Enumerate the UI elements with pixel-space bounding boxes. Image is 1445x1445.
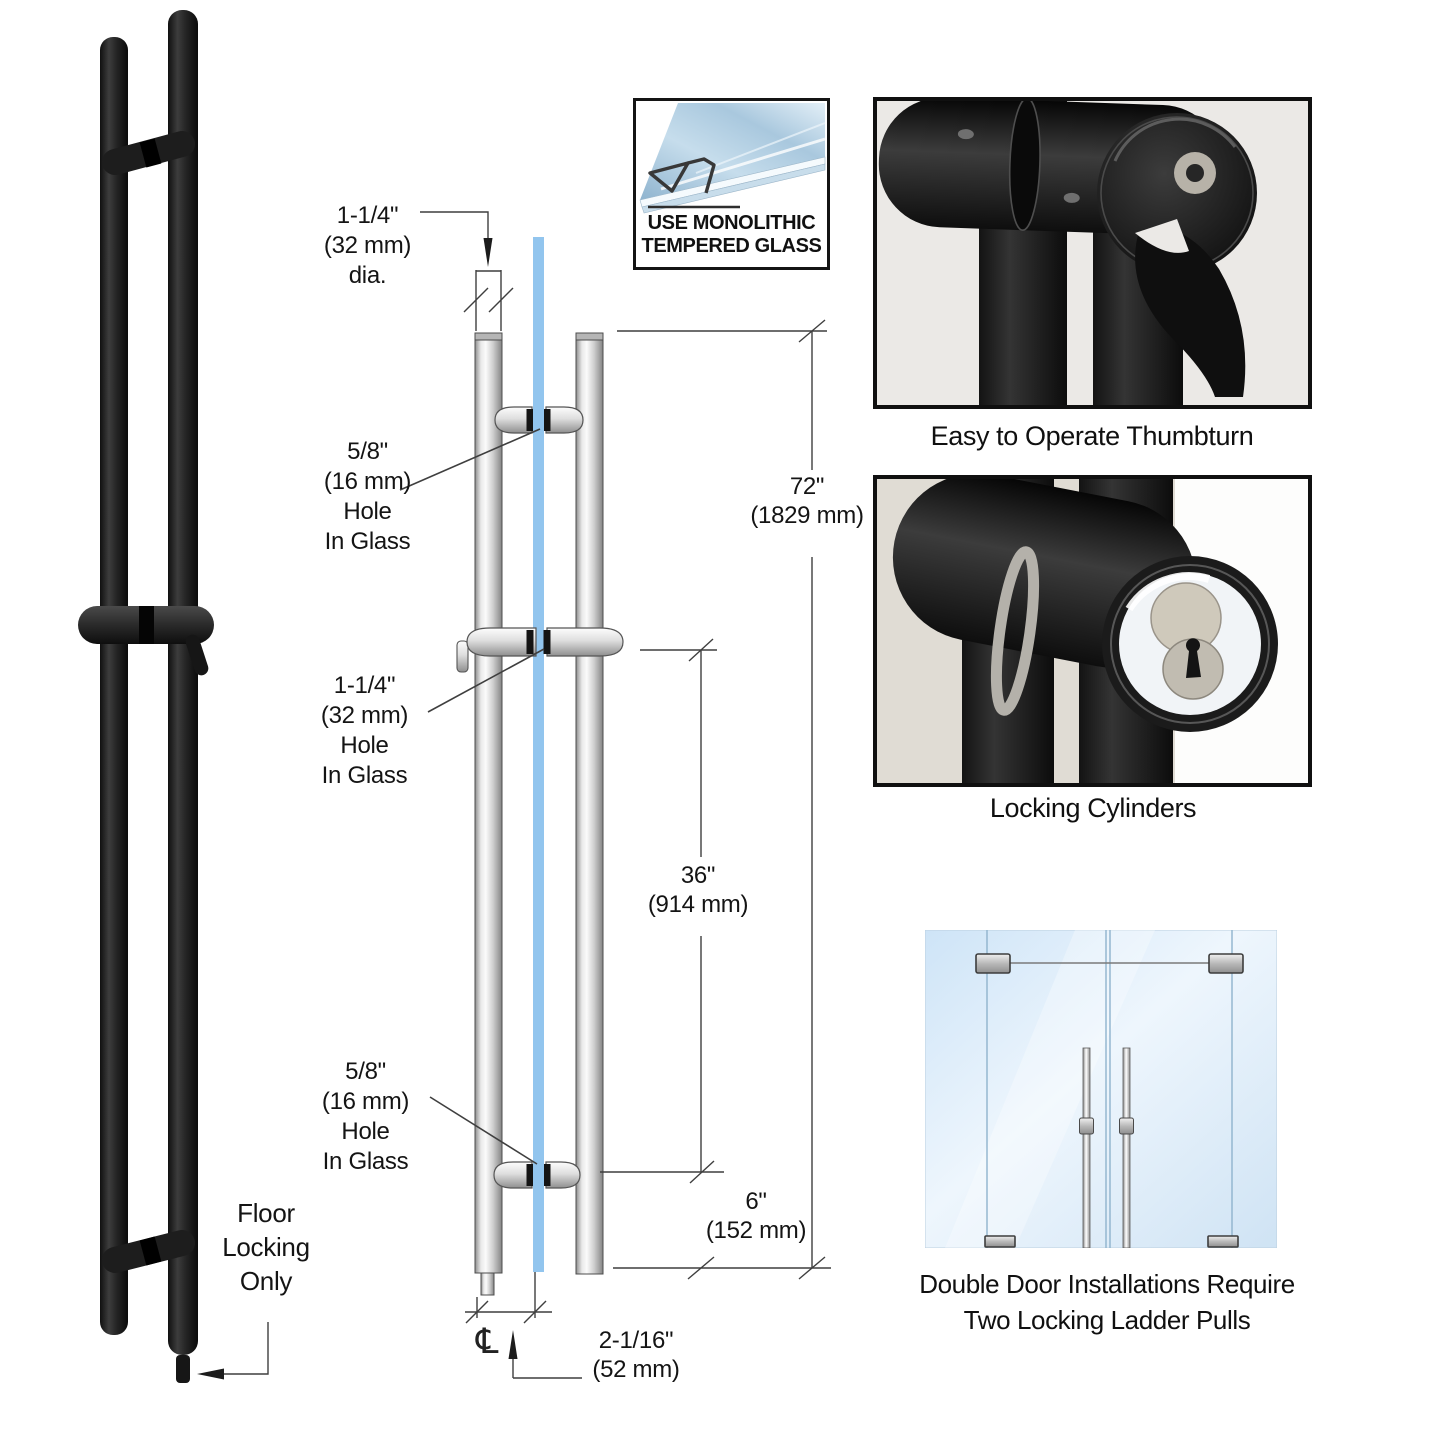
- dim-72-label: 72" (1829 mm): [750, 473, 864, 529]
- centerline-symbol: ℄: [476, 1322, 499, 1362]
- lock-collar-gasket: [139, 606, 154, 644]
- bottom-standoff-gasket: [139, 1236, 162, 1266]
- cylinders-caption: Locking Cylinders: [989, 793, 1197, 823]
- thumbturn-photo-art: [878, 97, 1257, 405]
- technical-drawing: [197, 211, 831, 1380]
- cylinders-photo-art: [877, 473, 1278, 783]
- keyhole: [1186, 638, 1201, 678]
- top-standoff-gasket: [139, 138, 162, 168]
- double-door-art: [924, 929, 1278, 1249]
- tempered-glass-badge: USE MONOLITHIC TEMPERED GLASS: [633, 98, 830, 270]
- dim-diameter-label: 1-1/4" (32 mm) dia.: [323, 202, 412, 289]
- dimension-arrowheads: [197, 238, 518, 1380]
- screw-detail: [1063, 192, 1080, 203]
- dim-hole-bottom-label: 5/8" (16 mm) Hole In Glass: [321, 1058, 410, 1175]
- dim-36-label: 36" (914 mm): [647, 862, 749, 918]
- glazing-logo-mark: [648, 157, 716, 194]
- drawing-floor-pin: [480, 1272, 495, 1296]
- handle-product-photo: [78, 10, 214, 1383]
- upper-standoff: [494, 406, 584, 434]
- double-door-caption-line-2: Two Locking Ladder Pulls: [963, 1305, 1251, 1335]
- dim-hole-middle-label: 1-1/4" (32 mm) Hole In Glass: [320, 672, 409, 789]
- drawing-right-tube: [575, 332, 604, 1275]
- drawing-left-tube-cap: [474, 332, 503, 341]
- locking-cylinders-photo: [873, 473, 1312, 787]
- dim-2-1-16-label: 2-1/16" (52 mm): [592, 1327, 680, 1383]
- handle-rear-tube: [100, 37, 128, 1335]
- drawing-right-tube-cap: [575, 332, 604, 341]
- badge-line-2: TEMPERED GLASS: [641, 235, 822, 257]
- dim-hole-top-label: 5/8" (16 mm) Hole In Glass: [323, 438, 412, 555]
- screw-detail: [957, 129, 974, 140]
- tempered-glass-corner-icon: [639, 103, 826, 214]
- handle-thumbturn-lever: [185, 634, 209, 676]
- floor-locking-note: Floor Locking Only: [222, 1198, 310, 1296]
- dim-6-label: 6" (152 mm): [705, 1188, 807, 1244]
- lower-standoff: [493, 1161, 581, 1189]
- thumbturn-lever: [1135, 229, 1246, 397]
- double-door-caption-line-1: Double Door Installations Require: [919, 1269, 1295, 1299]
- middle-lock-collar: [456, 627, 624, 673]
- glass-joints: [986, 930, 1233, 1248]
- thumbturn-caption: Easy to Operate Thumbturn: [930, 421, 1254, 451]
- cap-engraving: [1113, 117, 1237, 162]
- drawing-left-tube: [474, 332, 503, 1274]
- glass-sheen: [945, 930, 1155, 1248]
- glass-pane: [533, 237, 544, 1272]
- double-door-illustration: [924, 929, 1278, 1249]
- handle-floor-pin: [176, 1355, 190, 1383]
- double-door-caption: Double Door Installations Require Two Lo…: [887, 1266, 1327, 1338]
- thumbturn-photo: [873, 97, 1312, 409]
- patch-fittings: [975, 953, 1244, 1248]
- lever-notch: [1135, 219, 1189, 253]
- handle-front-tube: [168, 10, 198, 1355]
- badge-text: USE MONOLITHIC TEMPERED GLASS: [636, 212, 827, 258]
- cylinder-collar-ring: [990, 546, 1040, 716]
- glass-wall: [924, 929, 1278, 1249]
- dimension-lines: [212, 211, 831, 1379]
- badge-line-1: USE MONOLITHIC: [647, 212, 816, 234]
